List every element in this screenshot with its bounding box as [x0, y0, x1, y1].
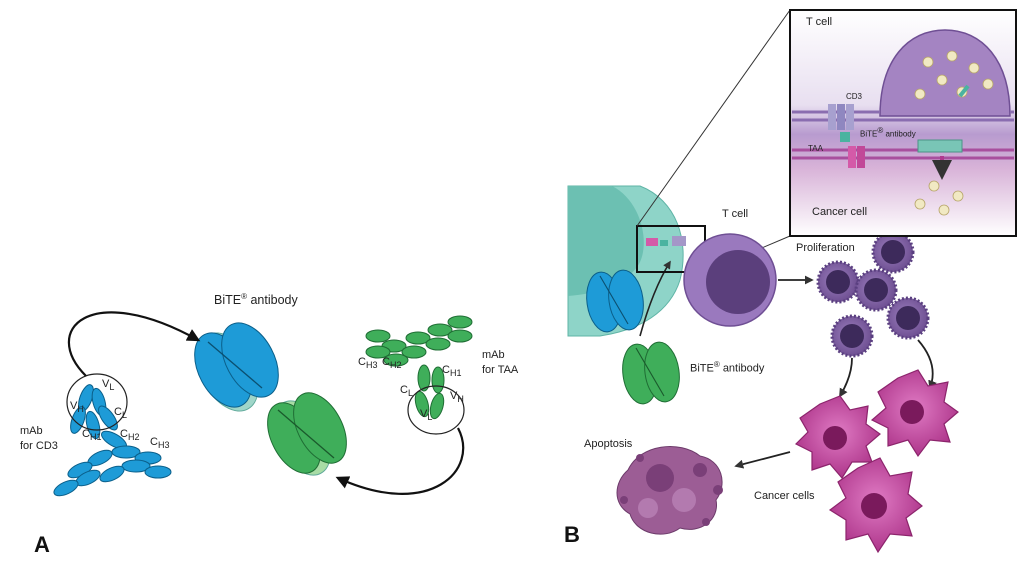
taa-ch3-letter: C — [358, 356, 366, 368]
panel-a-letter: A — [34, 532, 50, 557]
t-cell-nucleus — [706, 250, 770, 314]
panel-a-bite-registered: ® — [241, 292, 247, 301]
cd3-vh-sub: H — [77, 404, 84, 415]
cd3-ch1-label: CH1 — [82, 428, 101, 442]
apoptotic-cell — [616, 446, 723, 535]
taa-cl-label: CL — [400, 384, 413, 398]
mab-taa-label: mAb for TAA — [482, 348, 518, 378]
cd3-ch1-letter: C — [82, 428, 90, 440]
panel-a — [53, 311, 473, 497]
teal-cell-nucleus — [568, 186, 644, 296]
cancer-cells — [794, 369, 959, 554]
taa-vl-sub: L — [427, 412, 433, 423]
taa-vh-letter: V — [450, 390, 458, 402]
inset-bite-text: BiTE — [860, 129, 878, 139]
arrow-taa-to-bite — [335, 427, 465, 495]
bite-antibody-a — [194, 322, 347, 476]
taa-variable-region-circle — [407, 385, 465, 435]
inset-cancer-cell-label: Cancer cell — [812, 206, 868, 218]
cd3-cl-label: CL — [114, 406, 127, 420]
cd3-cl-letter: C — [114, 406, 122, 418]
panel-b — [567, 9, 1017, 554]
cd3-ch2-label: CH2 — [120, 428, 139, 442]
taa-vh-sub: H — [457, 394, 464, 405]
taa-ch1-letter: C — [442, 364, 450, 376]
inset-bite-label: BiTE® antibody — [860, 126, 916, 139]
panel-b-bite-registered: ® — [713, 360, 720, 369]
taa-vl-label: VL — [420, 408, 432, 422]
panel-b-letter: B — [564, 522, 580, 547]
inset-cd3-label: CD3 — [846, 92, 863, 101]
cd3-cl-sub: L — [121, 410, 127, 421]
taa-ch2-sub: H2 — [389, 360, 402, 371]
apoptosis-label: Apoptosis — [584, 438, 633, 450]
taa-ch2-letter: C — [382, 356, 390, 368]
synapse-inset — [789, 9, 1017, 237]
arrow-cd3-to-bite — [67, 311, 201, 377]
cancer-cells-label: Cancer cells — [754, 490, 815, 502]
panel-b-bite-text: BiTE — [690, 362, 714, 375]
synapse-molecules — [646, 236, 686, 246]
taa-cl-sub: L — [407, 388, 413, 399]
cd3-ch2-letter: C — [120, 428, 128, 440]
panel-a-bite-text: BiTE — [214, 293, 242, 308]
mab-cd3-antibody — [53, 384, 172, 497]
panel-a-bite-suffix: antibody — [250, 293, 298, 308]
arrow-bite-to-synapse — [639, 260, 671, 337]
bite-antibody-b — [586, 269, 680, 405]
cd3-ch2-sub: H2 — [127, 432, 140, 443]
arrow-tcell-to-cancer-2 — [917, 339, 937, 390]
zoom-line-top — [636, 9, 791, 227]
cd3-ch3-sub: H3 — [157, 440, 170, 451]
mab-taa-line1: mAb — [482, 349, 505, 361]
taa-ch3-label: CH3 — [358, 356, 377, 370]
cd3-ch3-label: CH3 — [150, 436, 169, 450]
taa-ch1-sub: H1 — [449, 368, 462, 379]
mab-cd3-line1: mAb — [20, 425, 43, 437]
panel-b-bite-label: BiTE® antibody — [690, 360, 764, 375]
cd3-vh-letter: V — [70, 400, 78, 412]
cd3-ch1-sub: H1 — [89, 432, 102, 443]
arrow-tcell-to-cancer-1 — [839, 357, 853, 398]
mab-cd3-label: mAb for CD3 — [20, 424, 58, 454]
taa-ch1-label: CH1 — [442, 364, 461, 378]
taa-vh-label: VH — [450, 390, 464, 404]
cd3-vl-label: VL — [102, 378, 114, 392]
t-cell-label: T cell — [722, 208, 749, 220]
arrow-cancer-to-apoptosis — [734, 451, 791, 469]
cd3-vl-sub: L — [109, 382, 115, 393]
taa-vl-letter: V — [420, 408, 428, 420]
panel-a-bite-label: BiTE® antibody — [214, 292, 298, 307]
cd3-ch3-letter: C — [150, 436, 158, 448]
cd3-vh-label: VH — [70, 400, 84, 414]
taa-cl-letter: C — [400, 384, 408, 396]
panel-b-bite-suffix: antibody — [722, 362, 765, 375]
cd3-variable-region-circle — [66, 373, 128, 431]
taa-ch3-sub: H3 — [365, 360, 378, 371]
inset-t-cell-label: T cell — [806, 16, 833, 28]
inset-bite-suffix: antibody — [885, 129, 916, 139]
taa-ch2-label: CH2 — [382, 356, 401, 370]
mab-taa-line2: for TAA — [482, 364, 519, 376]
inset-bite-registered: ® — [877, 126, 884, 135]
proliferating-t-cells — [816, 230, 930, 358]
mab-cd3-line2: for CD3 — [20, 440, 58, 452]
inset-taa-label: TAA — [808, 144, 823, 153]
cd3-vl-letter: V — [102, 378, 110, 390]
proliferation-label: Proliferation — [796, 242, 855, 254]
